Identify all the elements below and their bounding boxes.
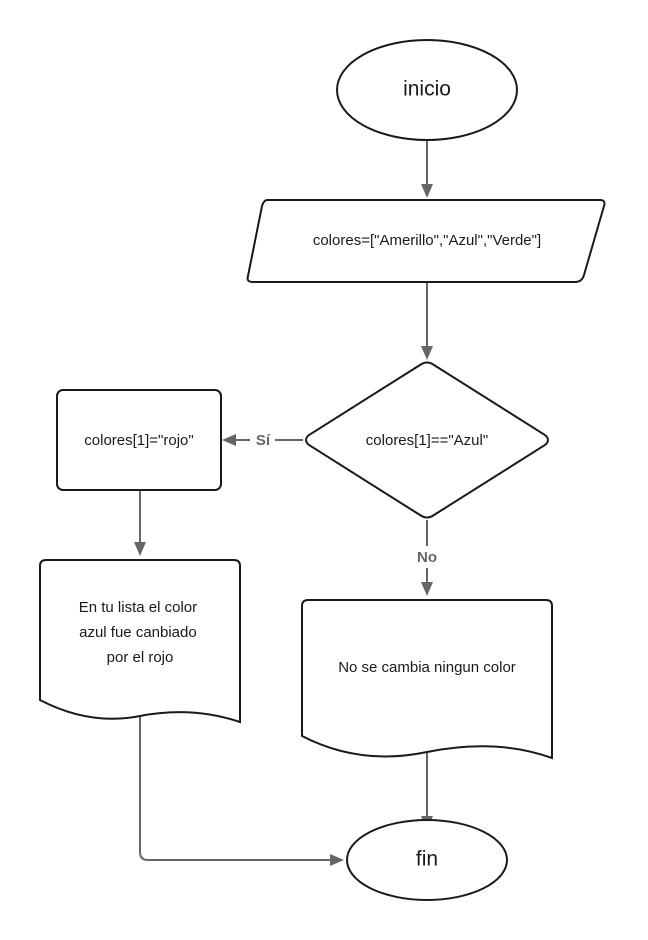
arrowhead-process <box>222 434 236 446</box>
output-yes-line-3: por el rojo <box>107 649 174 666</box>
output-no-node <box>301 599 553 760</box>
branch-yes-label: Sí <box>256 432 271 449</box>
start-node <box>336 39 518 141</box>
arrowhead-output-no <box>421 582 433 596</box>
branch-no-label: No <box>417 549 437 566</box>
output-no-label: No se cambia ningun color <box>338 659 516 676</box>
arrowhead-output-yes <box>134 542 146 556</box>
connector-output-yes-to-end <box>139 716 330 861</box>
start-label: inicio <box>403 78 451 101</box>
output-yes-line-2: azul fue canbiado <box>79 624 197 641</box>
decision-label: colores[1]=="Azul" <box>366 432 488 449</box>
arrowhead-input <box>421 184 433 198</box>
output-yes-node <box>39 559 241 724</box>
decision-node <box>305 361 549 519</box>
arrowhead-decision <box>421 346 433 360</box>
input-node <box>246 199 606 283</box>
end-label: fin <box>416 848 438 871</box>
end-node <box>346 819 508 901</box>
process-label: colores[1]="rojo" <box>84 432 193 449</box>
input-label: colores=["Amerillo","Azul","Verde"] <box>313 232 541 249</box>
output-yes-line-1: En tu lista el color <box>79 599 197 616</box>
output-yes-label: En tu lista el color azul fue canbiado p… <box>79 599 202 666</box>
process-node <box>56 389 222 491</box>
arrowhead-end-left <box>330 854 344 866</box>
